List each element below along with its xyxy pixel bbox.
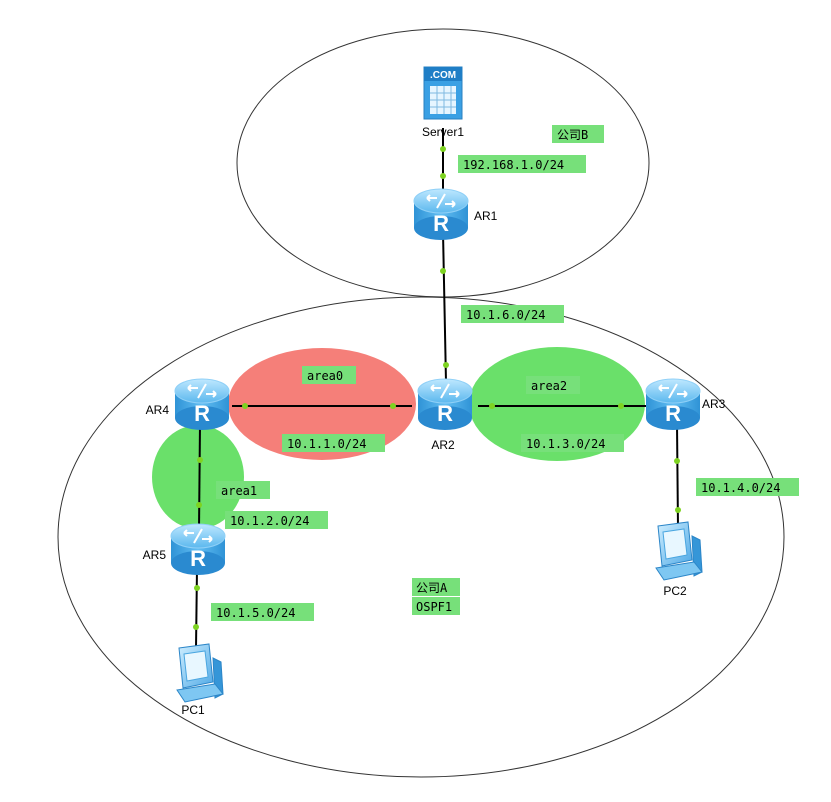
router-icon: R — [170, 523, 226, 576]
area1-label-box: area1 — [216, 481, 270, 499]
network-label-10-1-2-0: 10.1.2.0/24 — [225, 511, 328, 529]
router-glyph: R — [437, 401, 453, 426]
network-label-10-1-3-0: 10.1.3.0/24 — [521, 434, 624, 452]
area2-label: area2 — [531, 379, 567, 393]
pc-icon — [176, 643, 224, 703]
area1-label: area1 — [221, 484, 257, 498]
port-dots — [193, 146, 681, 630]
ar4-node[interactable]: R AR4 — [146, 378, 230, 431]
company-b-label: 公司B — [557, 128, 588, 142]
router-glyph: R — [190, 546, 206, 571]
svg-text:10.1.4.0/24: 10.1.4.0/24 — [701, 481, 780, 495]
link-ar1-ar2 — [442, 231, 447, 383]
ar5-node[interactable]: R AR5 — [143, 523, 226, 576]
router-glyph: R — [433, 211, 449, 236]
network-label-10-1-4-0: 10.1.4.0/24 — [696, 478, 799, 496]
router-icon: R — [417, 378, 473, 431]
server1-label: Server1 — [422, 125, 464, 139]
network-label-10-1-6-0: 10.1.6.0/24 — [461, 305, 564, 323]
company-a-label: 公司A — [416, 581, 448, 595]
link-ar5-pc1 — [195, 567, 198, 649]
svg-text:192.168.1.0/24: 192.168.1.0/24 — [463, 158, 564, 172]
area0-label-box: area0 — [302, 366, 356, 384]
company-a-zone — [57, 296, 785, 778]
area0-label: area0 — [307, 369, 343, 383]
svg-text:10.1.6.0/24: 10.1.6.0/24 — [466, 308, 545, 322]
network-label-192-168-1-0: 192.168.1.0/24 — [458, 155, 586, 173]
network-label-10-1-5-0: 10.1.5.0/24 — [211, 603, 314, 621]
company-a-label-box: 公司A OSPF1 — [412, 578, 460, 615]
router-icon: R — [413, 188, 469, 241]
server-badge: .COM — [430, 70, 456, 81]
ar3-label: AR3 — [702, 397, 726, 411]
network-label-10-1-1-0: 10.1.1.0/24 — [282, 434, 385, 452]
router-icon: R — [645, 378, 701, 431]
pc2-label: PC2 — [663, 584, 687, 598]
ar1-node[interactable]: R AR1 — [413, 188, 498, 241]
area0-region — [228, 348, 416, 460]
router-icon: R — [174, 378, 230, 431]
pc1-node[interactable]: PC1 — [176, 643, 224, 717]
ar5-label: AR5 — [143, 548, 167, 562]
svg-text:10.1.1.0/24: 10.1.1.0/24 — [287, 437, 366, 451]
router-glyph: R — [665, 401, 681, 426]
svg-text:10.1.5.0/24: 10.1.5.0/24 — [216, 606, 295, 620]
area2-label-box: area2 — [526, 376, 580, 394]
ar2-node[interactable]: R AR2 — [417, 378, 473, 452]
link-ar4-ar5 — [198, 423, 201, 531]
ar3-node[interactable]: R AR3 — [645, 378, 726, 431]
svg-text:10.1.2.0/24: 10.1.2.0/24 — [230, 514, 309, 528]
area1-region — [152, 425, 244, 529]
router-glyph: R — [194, 401, 210, 426]
server-icon: .COM — [423, 66, 463, 120]
pc1-label: PC1 — [181, 703, 205, 717]
company-a-protocol-label: OSPF1 — [416, 600, 452, 614]
ar1-label: AR1 — [474, 209, 498, 223]
svg-text:10.1.3.0/24: 10.1.3.0/24 — [526, 437, 605, 451]
pc2-node[interactable]: PC2 — [655, 521, 703, 598]
ar2-label: AR2 — [431, 438, 455, 452]
company-b-label-box: 公司B — [552, 125, 604, 143]
server1-node[interactable]: .COM Server1 — [422, 66, 464, 139]
pc-icon — [655, 521, 703, 581]
ar4-label: AR4 — [146, 403, 170, 417]
area2-region — [469, 347, 645, 461]
